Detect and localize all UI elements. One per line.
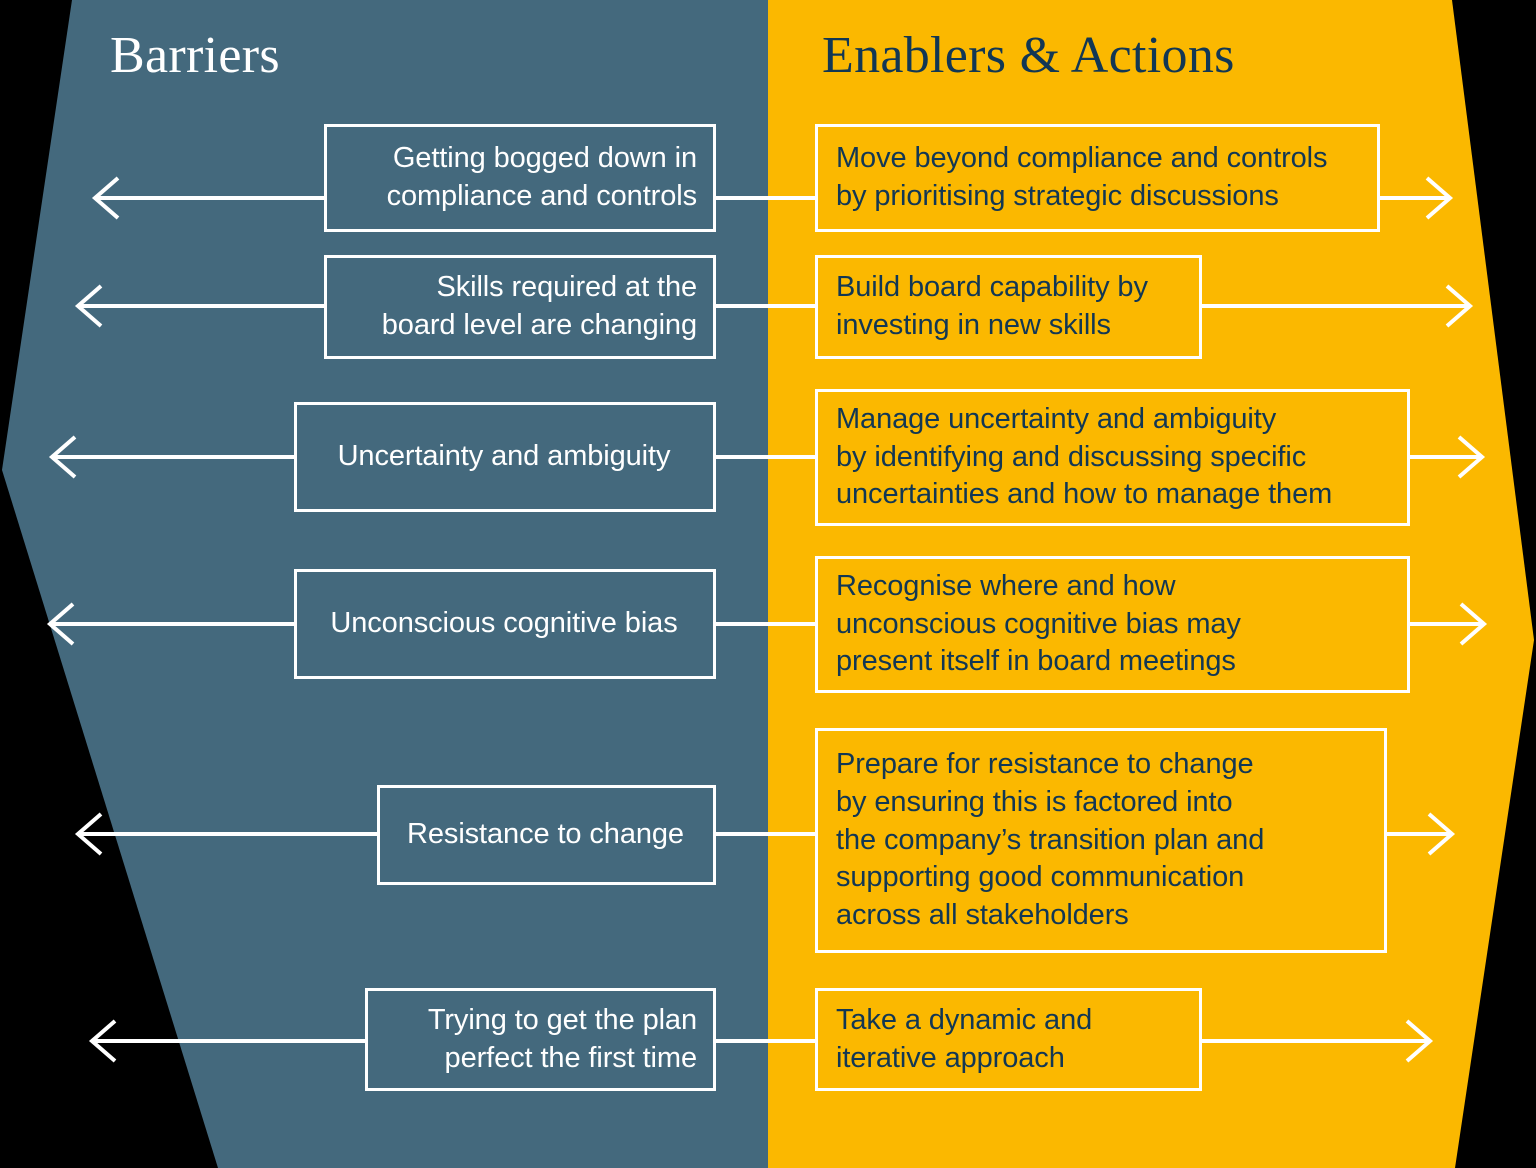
enabler-label-3: Manage uncertainty and ambiguity by iden… [836,402,1333,511]
page-title-barriers: Barriers [110,27,280,84]
barrier-label-6: Trying to get the plan perfect the first… [427,1003,697,1074]
enabler-box-2[interactable]: Build board capability by investing in n… [815,255,1202,359]
enabler-label-1: Move beyond compliance and controls by p… [836,142,1328,212]
enabler-label-4: Recognise where and how unconscious cogn… [836,569,1241,678]
barrier-box-6[interactable]: Trying to get the plan perfect the first… [365,988,716,1091]
enabler-box-6[interactable]: Take a dynamic and iterative approach [815,988,1202,1091]
enabler-label-6: Take a dynamic and iterative approach [836,1003,1093,1074]
barrier-box-1[interactable]: Getting bogged down in compliance and co… [324,124,716,232]
enabler-box-4[interactable]: Recognise where and how unconscious cogn… [815,556,1410,693]
enabler-label-5: Prepare for resistance to change by ensu… [836,748,1265,932]
barrier-box-5[interactable]: Resistance to change [377,785,716,885]
enabler-box-3[interactable]: Manage uncertainty and ambiguity by iden… [815,389,1410,526]
enabler-label-2: Build board capability by investing in n… [836,271,1148,341]
barrier-label-3: Uncertainty and ambiguity [337,440,671,473]
page-title-enablers: Enablers & Actions [822,27,1235,84]
barrier-box-2[interactable]: Skills required at the board level are c… [324,255,716,359]
barrier-label-2: Skills required at the board level are c… [381,271,697,341]
barrier-label-4: Unconscious cognitive bias [330,607,678,640]
enabler-box-5[interactable]: Prepare for resistance to change by ensu… [815,728,1387,953]
barrier-label-5: Resistance to change [407,818,684,851]
barrier-box-4[interactable]: Unconscious cognitive bias [294,569,716,679]
enabler-box-1[interactable]: Move beyond compliance and controls by p… [815,124,1380,232]
barrier-box-3[interactable]: Uncertainty and ambiguity [294,402,716,512]
barrier-label-1: Getting bogged down in compliance and co… [386,142,698,212]
